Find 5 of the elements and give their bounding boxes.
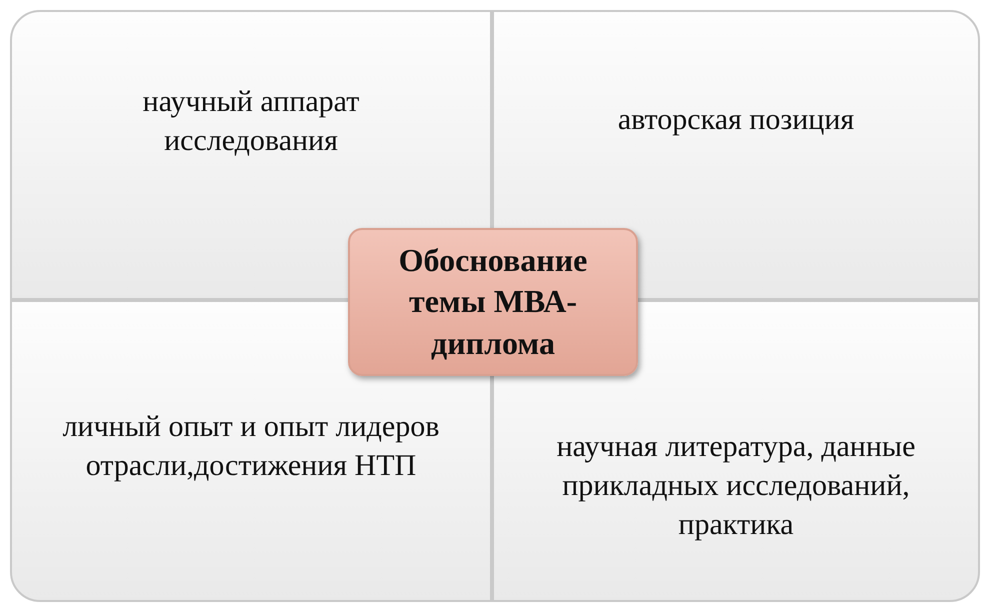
quadrant-text: научный аппарат исследования [142,84,360,159]
center-box: Обоснование темы МВА-диплома [348,228,638,376]
quadrant-text: научная литература, данные прикладных исследований, практика [556,429,916,543]
quadrant-text: авторская позиция [618,102,854,138]
quadrant-text: личный опыт и опыт лидеров отрасли,достижения НТП [62,409,440,484]
